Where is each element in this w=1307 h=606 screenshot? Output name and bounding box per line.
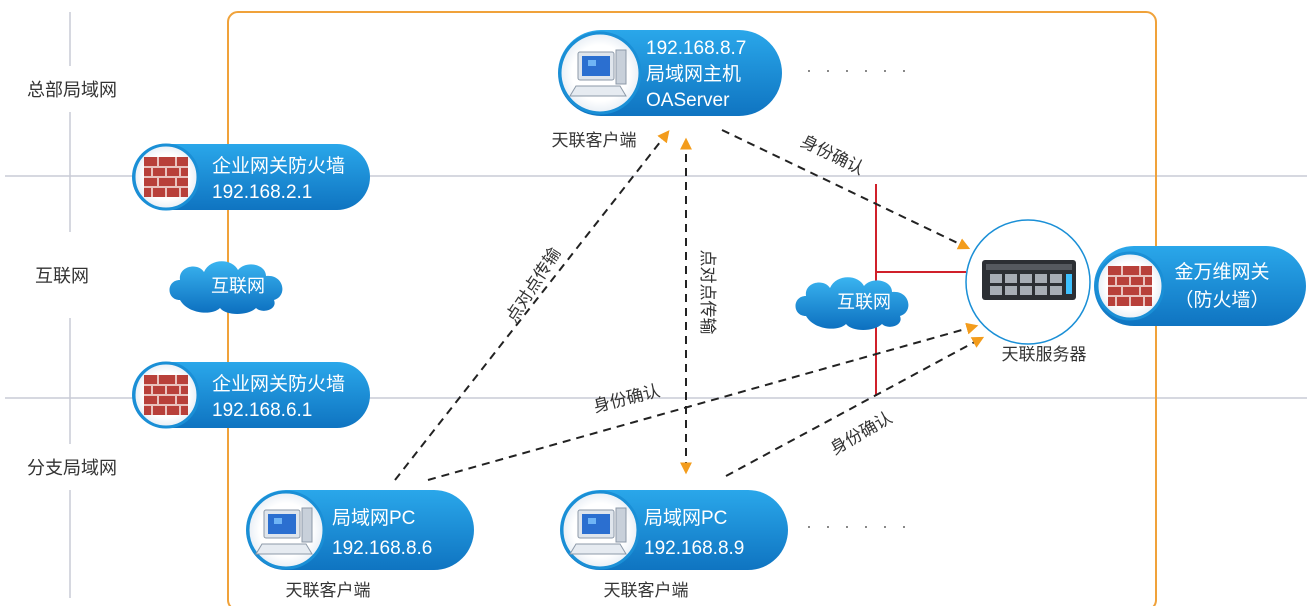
cloud-right-label: 互联网 [837, 292, 891, 312]
computer-icon [569, 507, 627, 555]
gateway-sub: （防火墙） [1174, 289, 1269, 311]
firewall-icon [143, 156, 189, 198]
auth-arrow-server [721, 129, 971, 250]
computer-icon [569, 49, 627, 97]
oa-server-name: OAServer [646, 90, 730, 111]
branch-firewall-name: 企业网关防火墙 [212, 373, 345, 395]
internet-cloud-right: 互联网 [795, 277, 909, 330]
pc-a-name: 局域网PC [332, 507, 415, 529]
pc-b-name: 局域网PC [644, 507, 727, 529]
gateway-node: 金万维网关 （防火墙） [1094, 246, 1306, 326]
tianlian-server-caption: 天联服务器 [1002, 345, 1087, 364]
pc-a-caption: 天联客户端 [286, 581, 371, 600]
cloud-left-label: 互联网 [211, 276, 265, 296]
edge-label-auth-mid: 身份确认 [591, 381, 662, 416]
edge-label-p2p-b: 点对点传输 [698, 250, 717, 335]
pc-b-node: 局域网PC 192.168.8.9 [560, 490, 788, 570]
branch-firewall-ip: 192.168.6.1 [212, 400, 312, 421]
oa-server-ip: 192.168.8.7 [646, 38, 746, 59]
tianlian-server-node [965, 219, 1091, 345]
gateway-name: 金万维网关 [1174, 261, 1269, 283]
p2p-arrow-pc-a [394, 130, 670, 481]
auth-arrow-pc-a [427, 322, 979, 481]
edge-label-p2p-a: 点对点传输 [502, 244, 564, 326]
firewall-icon [1107, 265, 1153, 307]
firewall-icon [143, 374, 189, 416]
hq-firewall-name: 企业网关防火墙 [212, 155, 345, 177]
auth-arrow-pc-b [725, 336, 985, 477]
zone-label-hq: 总部局域网 [27, 80, 117, 100]
branch-firewall-node: 企业网关防火墙 192.168.6.1 [132, 361, 370, 429]
zone-label-branch: 分支局域网 [27, 458, 117, 478]
computer-icon [255, 507, 313, 555]
pc-b-caption: 天联客户端 [604, 581, 689, 600]
server-rack-icon [982, 260, 1076, 300]
oa-server-node: 192.168.8.7 局域网主机 OAServer [558, 30, 782, 116]
hq-firewall-ip: 192.168.2.1 [212, 182, 312, 203]
oa-server-role: 局域网主机 [646, 63, 741, 85]
internet-cloud-left: 互联网 [169, 261, 283, 314]
oa-server-caption: 天联客户端 [552, 131, 637, 150]
pc-a-ip: 192.168.8.6 [332, 538, 432, 559]
edge-label-auth-top: 身份确认 [798, 132, 867, 179]
hq-firewall-node: 企业网关防火墙 192.168.2.1 [132, 143, 370, 211]
ellipsis-top: · · · · · · [806, 60, 911, 80]
zone-label-internet: 互联网 [35, 266, 89, 286]
pc-a-node: 局域网PC 192.168.8.6 [246, 490, 474, 570]
ellipsis-bottom: · · · · · · [806, 516, 911, 536]
pc-b-ip: 192.168.8.9 [644, 538, 744, 559]
